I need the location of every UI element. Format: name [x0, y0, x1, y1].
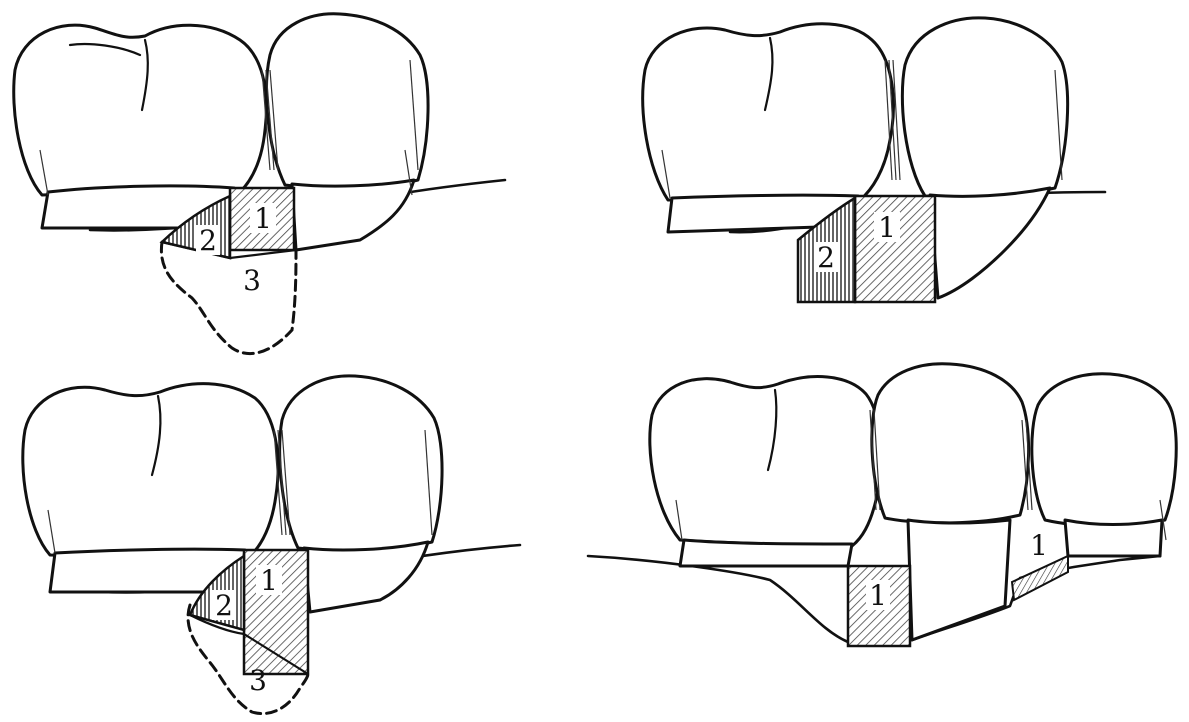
premolar-root	[292, 180, 414, 250]
molar-crown	[14, 25, 267, 195]
label-region-2: 2	[199, 224, 217, 257]
label-region-3: 3	[243, 264, 261, 297]
label-region-1: 1	[260, 564, 278, 597]
panel-bottom-left: 1 2 3	[23, 376, 520, 714]
label-region-1b: 1	[1030, 529, 1048, 562]
premolar-crown	[280, 376, 442, 551]
panel-top-right: 1 2	[643, 18, 1105, 302]
premolar-crown-1	[872, 364, 1029, 523]
label-region-1: 1	[254, 202, 272, 235]
label-region-2: 2	[215, 589, 233, 622]
premolar-root-2	[1065, 520, 1162, 556]
premolar-crown	[266, 14, 428, 188]
label-region-3: 3	[249, 664, 267, 697]
premolar-root-1	[908, 520, 1010, 640]
molar-crown	[643, 24, 894, 200]
panel-bottom-right: 1 1	[588, 364, 1176, 646]
label-region-2: 2	[817, 241, 835, 274]
label-region-1: 1	[878, 211, 896, 244]
premolar-crown-2	[1032, 374, 1176, 526]
premolar-root	[304, 542, 428, 612]
panel-top-left: 1 2 3	[14, 14, 505, 354]
molar-crown	[650, 377, 881, 546]
molar-crown	[23, 384, 278, 556]
label-region-1a: 1	[869, 579, 887, 612]
premolar-root	[930, 188, 1050, 298]
defect-region-1b	[1012, 556, 1068, 600]
molar-root	[680, 540, 852, 566]
premolar-crown	[902, 18, 1067, 197]
